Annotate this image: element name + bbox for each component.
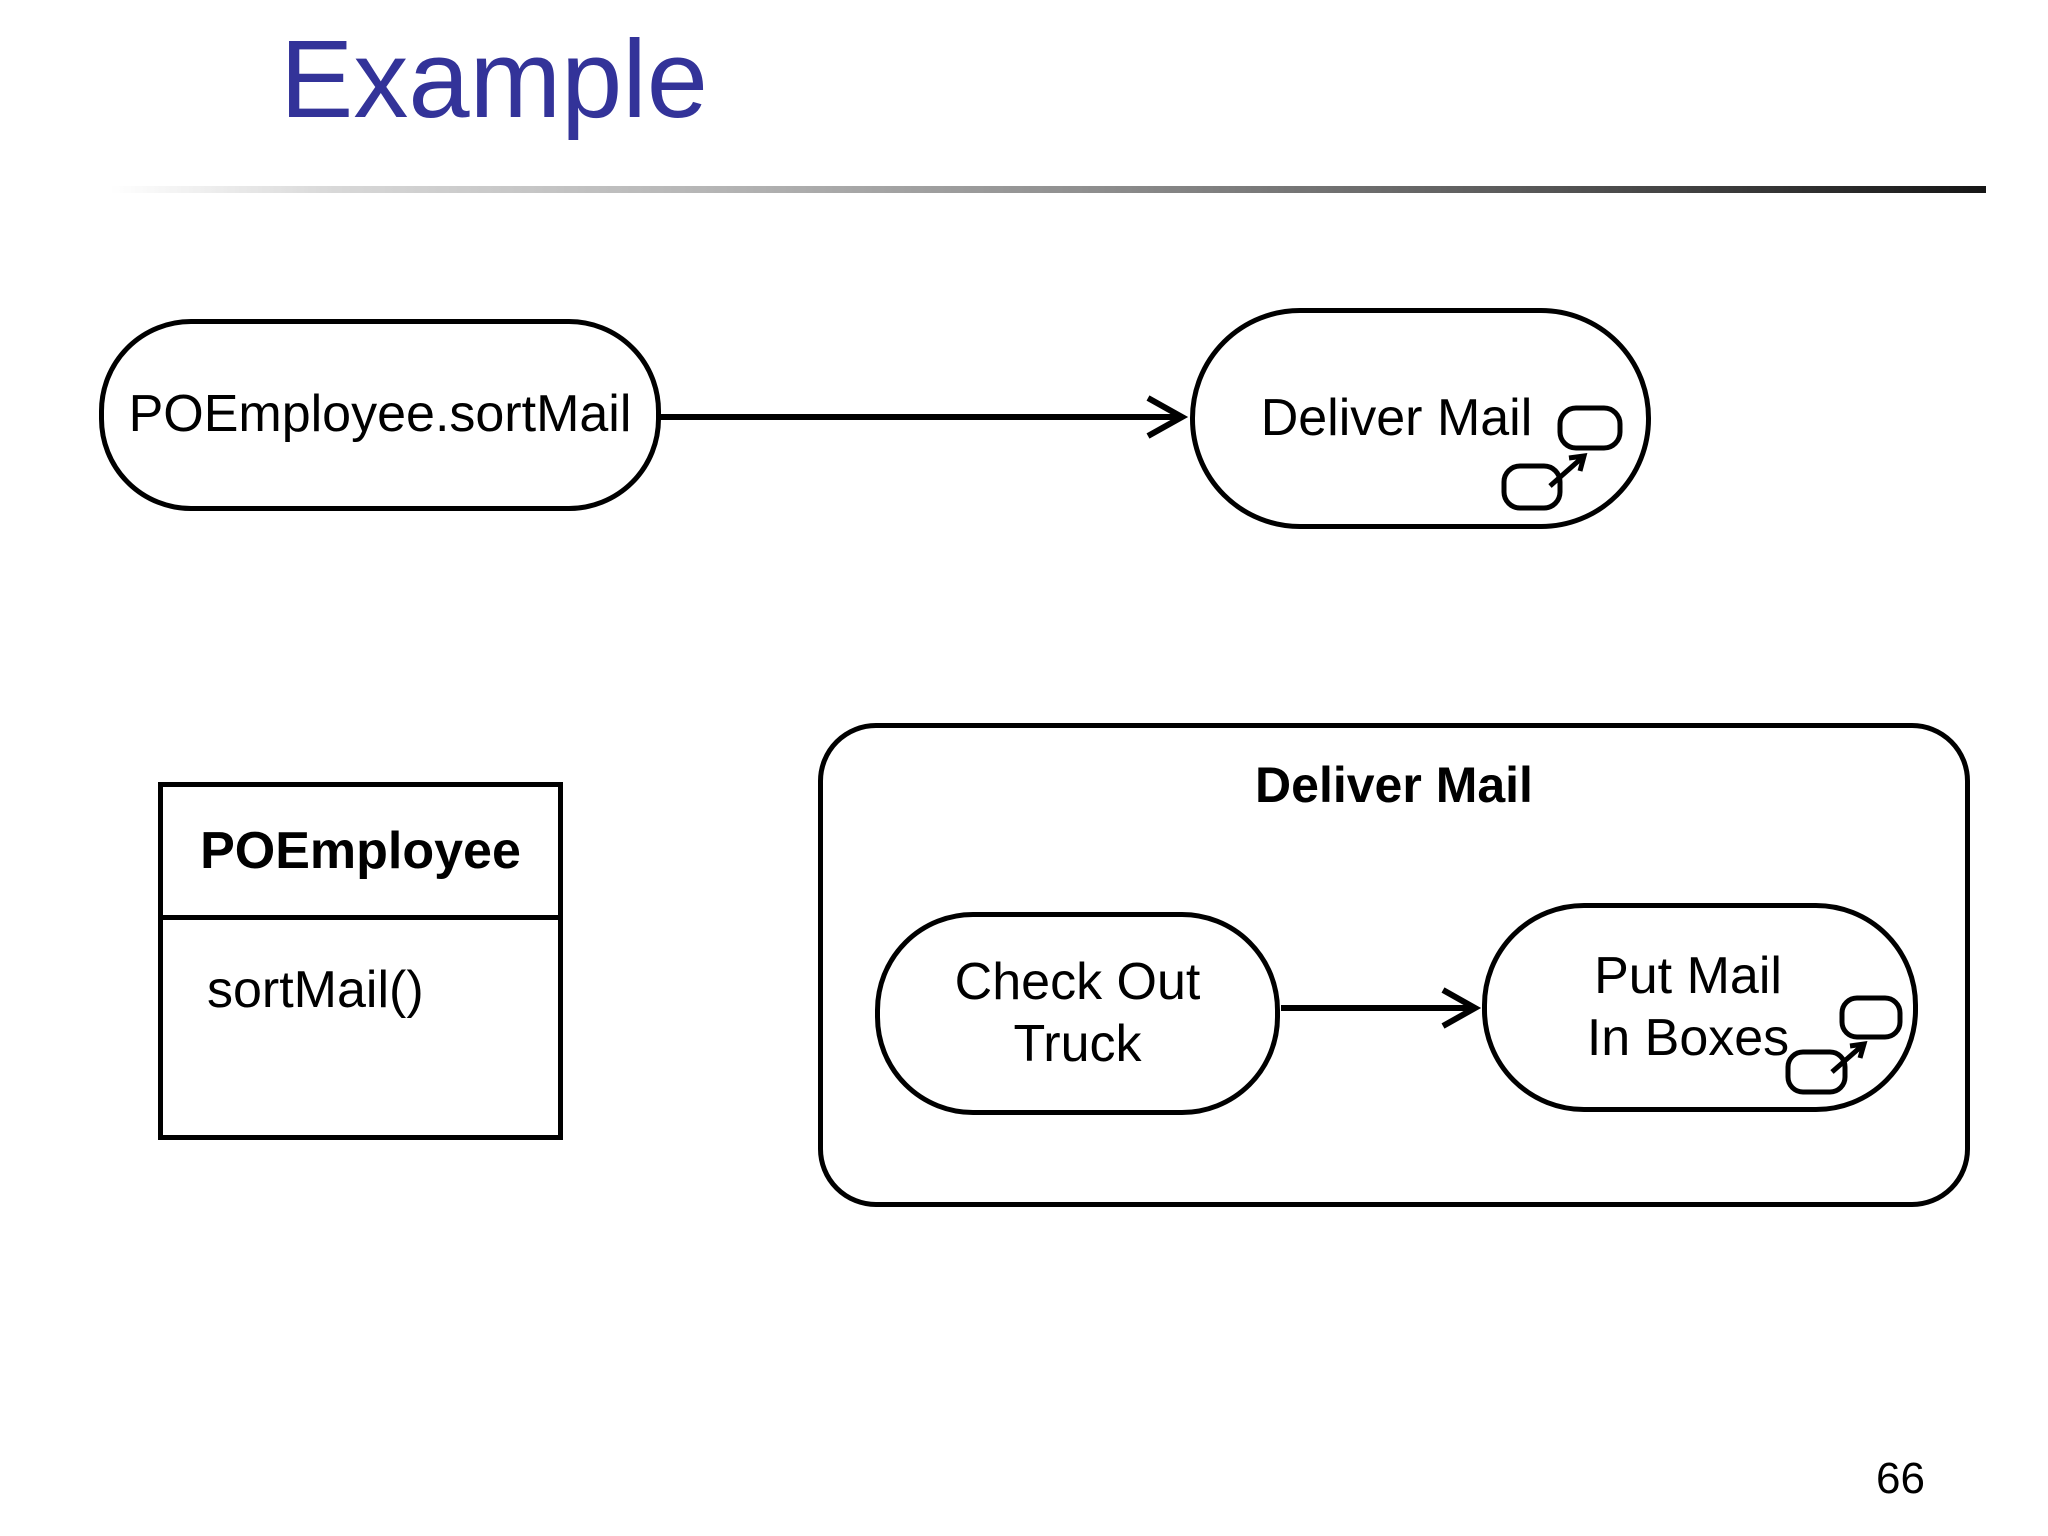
node-label-line: Check Out [954,952,1201,1011]
class-name-header: POEmployee [163,787,558,920]
class-name: POEmployee [200,822,521,880]
subactivity-container-title: Deliver Mail [1255,757,1533,813]
activity-node-put-mail-label: Put Mail In Boxes [1587,946,1789,1070]
activity-node-deliver-mail-label: Deliver Mail [1260,388,1533,447]
uml-class-box: POEmployee sortMail() [158,782,563,1140]
subactivity-rake-icon [1785,995,1903,1095]
class-operation: sortMail() [207,961,424,1019]
node-label-line: Put Mail [1594,946,1782,1005]
page-number: 66 [1876,1454,1925,1503]
activity-node-check-out-truck-label: Check Out Truck [955,952,1201,1076]
flow-arrow-icon [660,395,1189,439]
page-title: Example [280,18,708,141]
subactivity-rake-icon [1501,405,1623,511]
class-operation-compartment: sortMail() [163,920,558,1020]
flow-arrow-icon [1281,987,1482,1029]
activity-node-deliver-mail: Deliver Mail [1190,308,1651,529]
activity-node-source: POEmployee.sortMail [99,319,661,511]
activity-node-source-label: POEmployee.sortMail [128,385,632,444]
title-divider [110,186,1986,193]
activity-node-check-out-truck: Check Out Truck [875,912,1280,1115]
node-label-line: Truck [1013,1014,1142,1073]
node-label-line: In Boxes [1586,1008,1790,1067]
